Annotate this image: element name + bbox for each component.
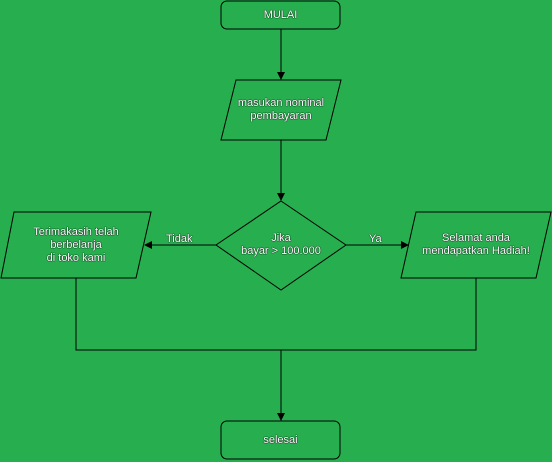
end-terminator — [220, 420, 341, 460]
no-output-parallelogram — [0, 211, 152, 279]
input-parallelogram — [220, 79, 342, 141]
connector-yes-to-merge — [281, 278, 477, 351]
input-label: masukan nominal pembayaran — [237, 97, 325, 122]
no-branch-label: Tidak — [166, 233, 193, 245]
decision-diamond — [215, 200, 347, 291]
no-output-label: Terimakasih telah berbelanja di toko kam… — [33, 225, 119, 264]
yes-output-label: Selamat anda mendapatkan Hadiah! — [422, 232, 530, 257]
yes-branch-label: Ya — [369, 233, 382, 245]
end-label: selesai — [263, 433, 298, 446]
start-label: MULAI — [263, 8, 298, 21]
connector-no-to-merge — [75, 278, 281, 351]
yes-output-parallelogram — [400, 211, 552, 279]
decision-label: Jika bayar > 100.000 — [241, 232, 321, 257]
